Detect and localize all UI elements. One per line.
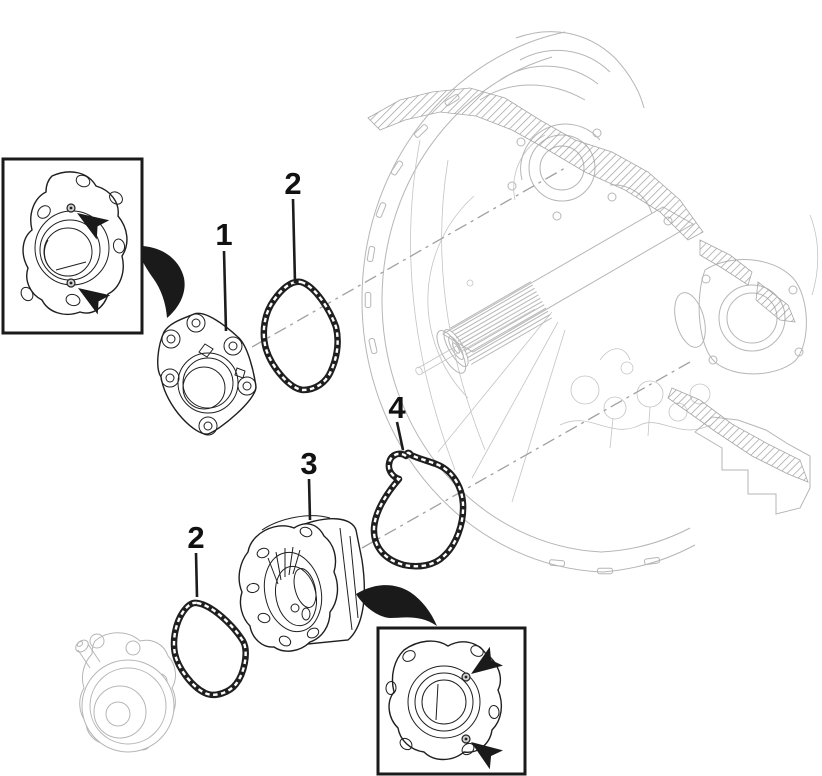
shift-rail-rod	[415, 302, 536, 376]
swoosh-arrow-top-inset	[143, 246, 185, 318]
inset-top-left	[1, 157, 144, 335]
part3-fan-ribs	[267, 546, 301, 585]
callout-label-1: 1	[215, 217, 232, 252]
leader-line-4	[395, 421, 405, 451]
leader-line-3	[307, 478, 312, 521]
pump-assembly-drawing	[75, 632, 176, 753]
inset2-bore-chord	[435, 683, 439, 721]
part1-notch	[234, 367, 246, 379]
part3-bolt-holes	[246, 526, 320, 647]
callout-label-2-upper: 2	[284, 166, 301, 201]
housing-bracket	[694, 416, 811, 515]
callout-label-3: 3	[300, 446, 317, 481]
inset2-bore	[421, 679, 467, 725]
part1-inner-ring	[182, 357, 234, 409]
inset2-ear-holes	[385, 645, 500, 756]
inset2-bolt-lower-dot	[464, 737, 468, 741]
housing-section-hatch	[367, 87, 809, 483]
inset1-bolt-upper-dot	[69, 206, 73, 210]
part1-dome	[182, 366, 226, 410]
part1-tab	[198, 343, 214, 358]
housing-shaft-beam	[442, 206, 695, 353]
pump-dome	[93, 685, 147, 739]
housing-top-cap	[479, 31, 645, 109]
housing-inner-rim	[381, 56, 691, 553]
callout-label-2-lower: 2	[187, 520, 204, 555]
inset1-bore-chord	[55, 261, 87, 271]
input-shaft-splines	[436, 281, 553, 374]
inset2-mid-ring	[414, 672, 474, 732]
part3-rib	[339, 527, 353, 631]
pump-nozzle	[75, 639, 101, 669]
inset1-bore-arc	[43, 239, 51, 269]
inset2-bolt-upper-dot	[464, 675, 468, 679]
leader-line-2-lower	[194, 552, 199, 598]
pump-body-ring	[89, 667, 167, 745]
inset2-outer-ring	[407, 665, 481, 739]
leader-line-1	[222, 250, 228, 332]
part3-oval-pocket	[301, 607, 311, 621]
part3-flange	[238, 523, 339, 652]
callout-label-4: 4	[388, 390, 406, 425]
part1-bearing-cover-drawing	[157, 312, 257, 436]
pump-body	[81, 659, 175, 753]
inset1-bolt-lower-dot	[69, 281, 73, 285]
transmission-housing-drawing	[361, 31, 819, 575]
inset-bottom-right	[376, 626, 527, 776]
gasket4-drawing	[370, 449, 467, 570]
inset1-ear-holes	[20, 174, 126, 307]
pump-hub	[105, 701, 131, 727]
callouts: 1 2 3 4 2	[187, 166, 406, 598]
leader-line-2-upper	[291, 198, 297, 284]
part3-top-edge	[261, 515, 331, 531]
part3-kidney-cutout	[293, 568, 317, 608]
upper-assembly-axis	[251, 167, 566, 348]
gasket2-lower-drawing	[170, 599, 249, 699]
gasket2-upper-drawing	[260, 278, 341, 394]
part1-outer-ring	[177, 352, 239, 414]
part3-hex-bolt	[290, 603, 300, 613]
part3-pto-cover-drawing	[238, 515, 365, 652]
lower-assembly-axis	[361, 361, 691, 549]
swoosh-arrow-bottom-inset	[356, 585, 437, 626]
part3-rib	[349, 535, 359, 619]
